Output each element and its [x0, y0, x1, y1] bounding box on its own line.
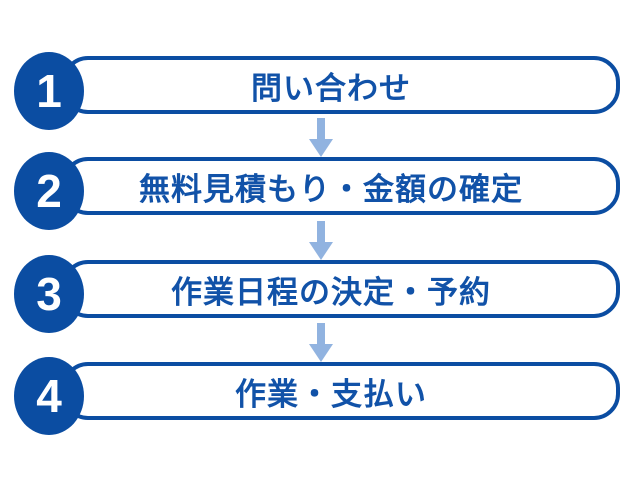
step-box-4: 作業・支払い: [62, 362, 620, 420]
step-box-2: 無料見積もり・金額の確定: [62, 157, 620, 215]
step-number-3: 3: [36, 268, 62, 320]
down-arrow-icon: [308, 118, 334, 157]
down-arrow-icon: [308, 221, 334, 260]
step-number-badge-4: 4: [14, 357, 84, 435]
step-number-badge-3: 3: [14, 255, 84, 333]
step-number-badge-1: 1: [14, 52, 84, 130]
step-label-1: 問い合わせ: [251, 70, 411, 106]
down-arrow-icon: [308, 323, 334, 362]
step-label-4: 作業・支払い: [235, 376, 427, 412]
step-label-2: 無料見積もり・金額の確定: [139, 171, 523, 207]
step-box-3: 作業日程の決定・予約: [62, 260, 620, 318]
step-number-4: 4: [36, 370, 62, 422]
step-number-2: 2: [36, 165, 62, 217]
step-number-badge-2: 2: [14, 152, 84, 230]
step-label-3: 作業日程の決定・予約: [171, 274, 491, 310]
step-number-1: 1: [36, 65, 62, 117]
step-box-1: 問い合わせ: [62, 56, 620, 114]
